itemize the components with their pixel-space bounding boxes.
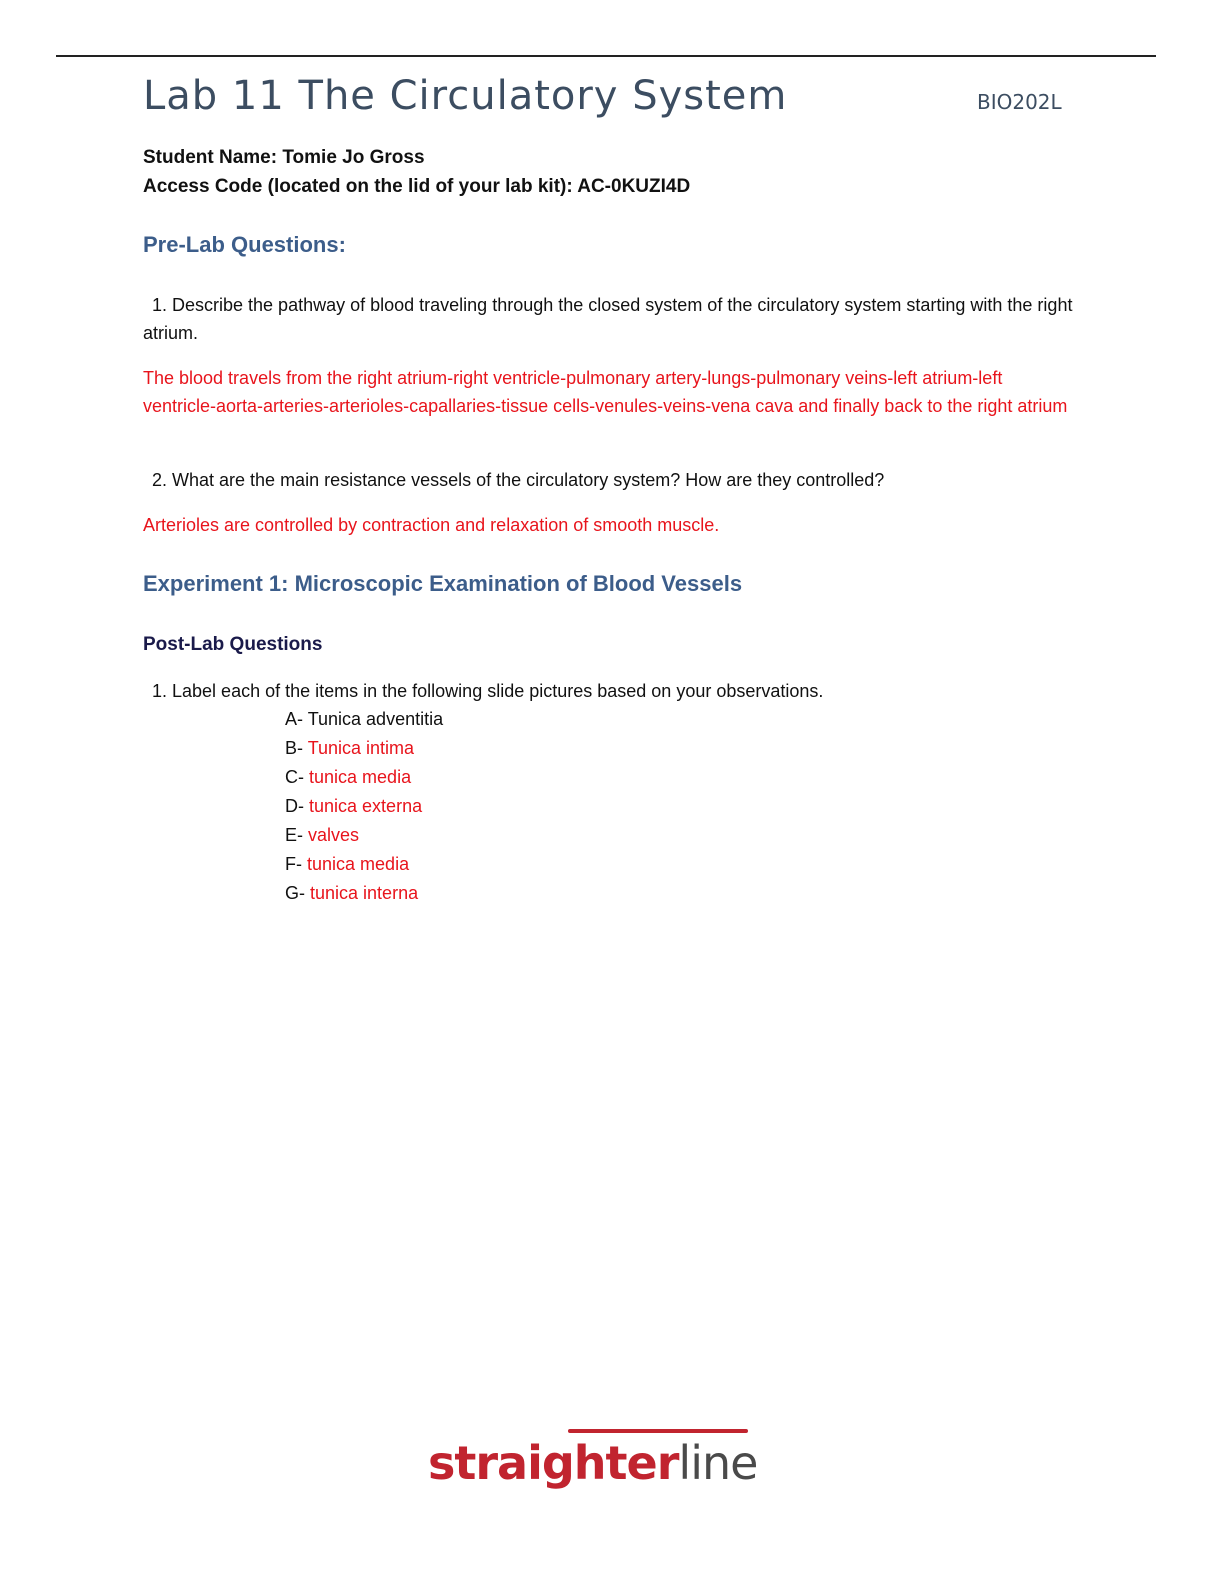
label-list: A- Tunica adventitia B- Tunica intima C-… [285,705,443,908]
postlab-question-1: 1. Label each of the items in the follow… [152,681,824,701]
label-item: F- tunica media [285,850,443,879]
label-answer: tunica externa [309,796,423,816]
label-letter: G- [285,883,305,903]
student-name: Student Name: Tomie Jo Gross [143,147,425,168]
logo-text: straighterline [428,1435,758,1491]
logo-bar [568,1429,748,1433]
label-letter: F- [285,854,302,874]
access-code: Access Code (located on the lid of your … [143,176,691,197]
top-rule [56,55,1156,57]
label-item: B- Tunica intima [285,734,443,763]
label-letter: B- [285,738,303,758]
label-letter: C- [285,767,304,787]
course-code: BIO202L [977,90,1062,114]
label-item: D- tunica externa [285,792,443,821]
label-answer: Tunica intima [307,738,415,758]
label-answer: tunica media [307,854,410,874]
label-item: E- valves [285,821,443,850]
page-title: Lab 11 The Circulatory System [143,73,788,119]
straighterline-logo: straighterline [428,1425,788,1495]
logo-light-text: line [678,1436,758,1490]
label-letter: E- [285,825,303,845]
label-answer: tunica interna [310,883,419,903]
prelab-answer-1: The blood travels from the right atrium-… [143,368,1068,416]
postlab-heading: Post-Lab Questions [143,634,323,655]
label-answer: tunica media [309,767,412,787]
label-answer: valves [308,825,360,845]
label-item: C- tunica media [285,763,443,792]
prelab-answer-2: Arterioles are controlled by contraction… [143,515,720,535]
prelab-heading: Pre-Lab Questions: [143,232,346,257]
logo-bold-text: straighter [428,1436,679,1490]
prelab-question-2: 2. What are the main resistance vessels … [152,470,885,490]
experiment-1-heading: Experiment 1: Microscopic Examination of… [143,571,743,596]
label-letter: A- [285,709,303,729]
prelab-question-1: 1. Describe the pathway of blood traveli… [143,295,1073,343]
label-letter: D- [285,796,304,816]
label-item: G- tunica interna [285,879,443,908]
label-item: A- Tunica adventitia [285,705,443,734]
label-answer: Tunica adventitia [307,709,444,729]
